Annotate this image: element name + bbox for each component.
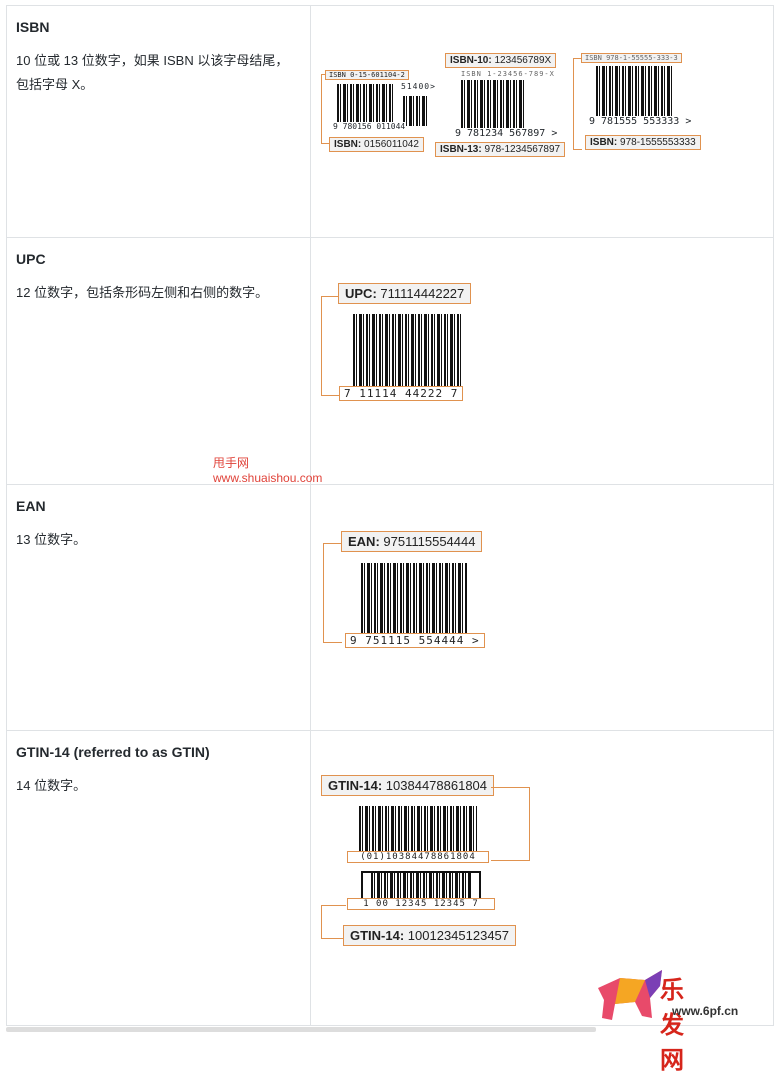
isbn10-label: ISBN-10: 123456789X (445, 53, 557, 68)
barcode-image (353, 314, 461, 392)
row-title: UPC (16, 251, 46, 267)
row-desc: 14 位数字。 (16, 778, 87, 793)
site-logo: 乐发网 www.6pf.cn (590, 968, 738, 1074)
isbn-label: ISBN: 978-1555553333 (585, 135, 701, 150)
cell-desc: EAN 13 位数字。 (6, 484, 311, 731)
row-title: GTIN-14 (referred to as GTIN) (16, 744, 210, 760)
barcode-image (337, 84, 395, 126)
isbn-top-text: ISBN 0-15-601104-2 (325, 70, 409, 80)
cell-desc: GTIN-14 (referred to as GTIN) 14 位数字。 (6, 730, 311, 1026)
barcode-image (361, 563, 467, 635)
barcode-digits: 9 780156 011044 (333, 122, 406, 131)
row-title: ISBN (16, 19, 50, 35)
isbn-top-text: ISBN 978-1-55555-333-3 (581, 53, 682, 63)
bull-icon (598, 970, 662, 1020)
ean-label: EAN: 9751115554444 (341, 531, 483, 552)
barcode-image (461, 80, 525, 132)
barcode-image (359, 806, 477, 851)
barcode-image (596, 66, 672, 120)
barcode-digits: 9 751115 554444 > (345, 633, 485, 648)
row-title: EAN (16, 498, 46, 514)
barcode-digits: 1 00 12345 12345 7 (347, 898, 495, 910)
isbn-top-text: ISBN 1-23456-789-X (461, 70, 555, 78)
isbn-label: ISBN: 0156011042 (329, 137, 424, 152)
horizontal-scrollbar[interactable] (6, 1027, 596, 1032)
connector (321, 74, 330, 144)
connector (491, 787, 530, 861)
table-row: GTIN-14 (referred to as GTIN) 14 位数字。 GTI… (6, 730, 774, 1026)
addon-digits: 51400> (401, 82, 436, 91)
connector (321, 296, 340, 396)
row-desc: 10 位或 13 位数字，如果 ISBN 以该字母结尾，包括字母 X。 (16, 53, 289, 92)
cell-figure: UPC: 711114442227 7 11114 44222 7 (310, 237, 774, 485)
upc-label: UPC: 711114442227 (338, 283, 472, 304)
gtin-top-label: GTIN-14: 10384478861804 (321, 775, 495, 796)
barcode-addon-image (403, 96, 429, 126)
gtin-bottom-label: GTIN-14: 10012345123457 (343, 925, 517, 946)
itf-barcode-frame (361, 871, 481, 901)
cell-figure: EAN: 9751115554444 9 751115 554444 > (310, 484, 774, 731)
cell-figure: GTIN-14: 10384478861804 (01)103844788618… (310, 730, 774, 1026)
barcode-digits: 9 781555 553333 > (589, 116, 692, 127)
barcode-digits: 9 781234 567897 > (455, 128, 558, 139)
isbn13-label: ISBN-13: 978-1234567897 (435, 142, 566, 157)
cell-desc: ISBN 10 位或 13 位数字，如果 ISBN 以该字母结尾，包括字母 X。 (6, 5, 311, 238)
connector (321, 905, 346, 939)
cell-figure: ISBN 0-15-601104-2 51400> 9 780156 01104… (310, 5, 774, 238)
connector (323, 543, 342, 643)
row-desc: 12 位数字，包括条形码左侧和右侧的数字。 (16, 285, 269, 300)
barcode-digits: (01)10384478861804 (347, 851, 489, 863)
connector (573, 58, 582, 150)
barcode-digits: 7 11114 44222 7 (339, 386, 464, 401)
row-desc: 13 位数字。 (16, 532, 87, 547)
table-row: EAN 13 位数字。 EAN: 9751115554444 9 751115 5… (6, 484, 774, 731)
